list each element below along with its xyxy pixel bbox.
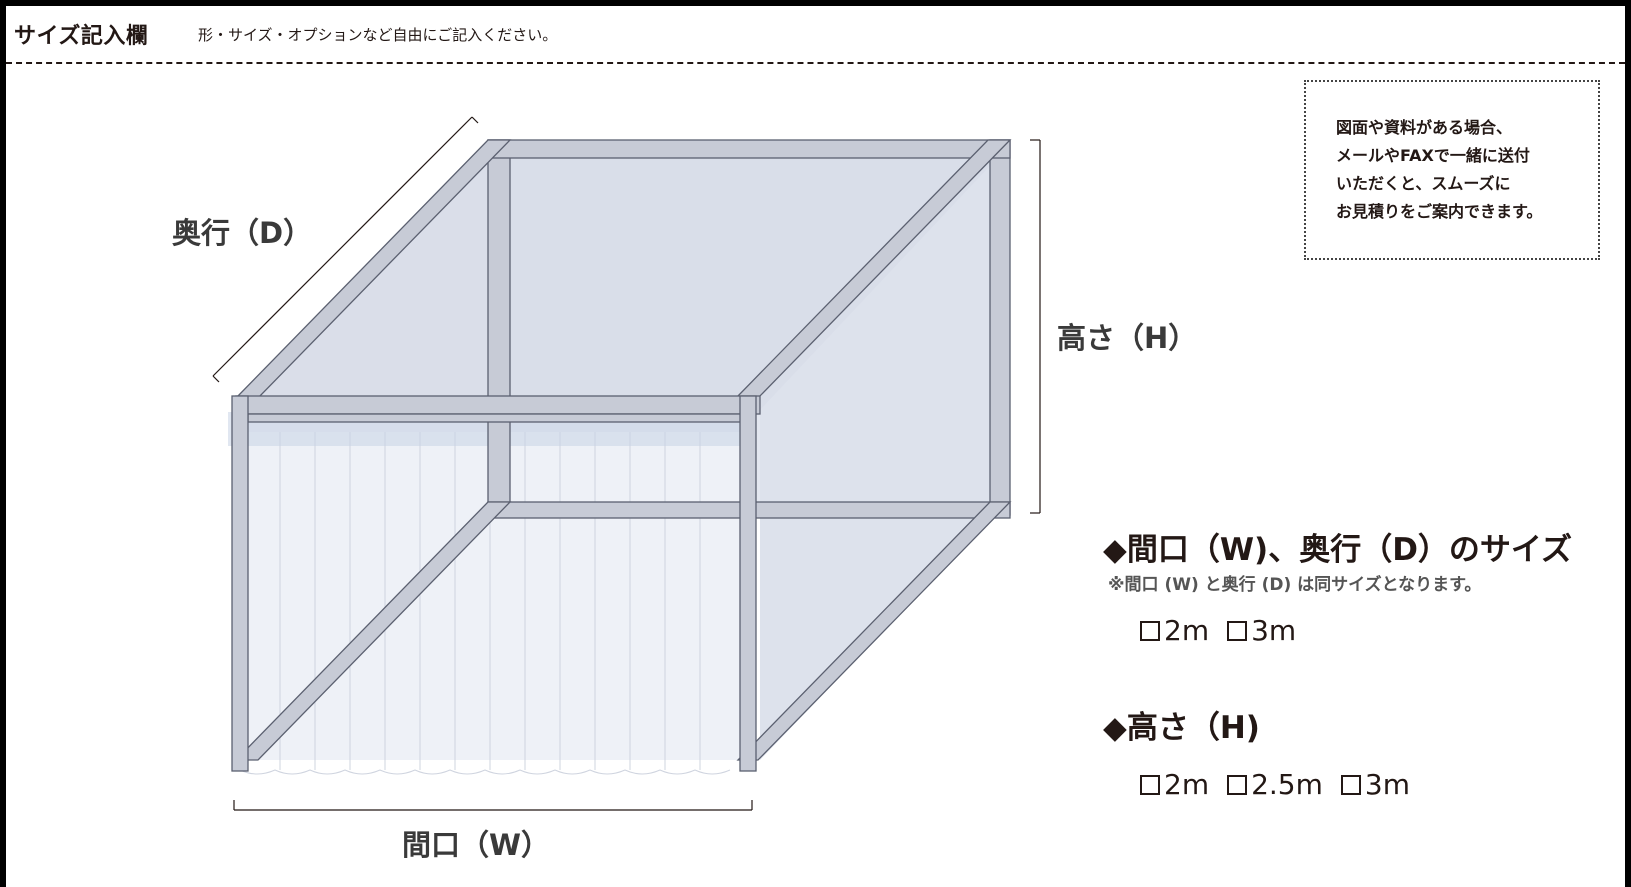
back-left-post xyxy=(487,139,511,516)
option-3m[interactable]: 3m xyxy=(1227,614,1296,647)
checkbox[interactable] xyxy=(1340,774,1361,795)
dimension-lines xyxy=(212,116,1041,811)
note-box: 図面や資料がある場合、 メールやFAXで一緒に送付 いただくと、スムーズに お見… xyxy=(1304,80,1600,260)
checkbox[interactable] xyxy=(1227,774,1248,795)
option-2m[interactable]: 2m xyxy=(1140,768,1209,801)
option-label: 3m xyxy=(1364,768,1410,801)
note-line: 図面や資料がある場合、 xyxy=(1336,118,1513,137)
note-text: 図面や資料がある場合、 メールやFAXで一緒に送付 いただくと、スムーズに お見… xyxy=(1336,114,1542,226)
option-3m[interactable]: 3m xyxy=(1340,768,1410,801)
option-label: 2m xyxy=(1164,614,1210,647)
note-line: メールやFAXで一緒に送付 xyxy=(1336,146,1530,165)
option-label: 2.5m xyxy=(1251,768,1323,801)
header-note: 形・サイズ・オプションなど自由にご記入ください。 xyxy=(198,26,558,44)
option-label: 3m xyxy=(1251,614,1297,647)
width-label: 間口（W） xyxy=(402,828,550,862)
front-left-post xyxy=(231,395,249,772)
width-depth-note: ※間口 (W) と奥行 (D) は同サイズとなります。 xyxy=(1108,575,1482,595)
checkbox[interactable] xyxy=(1140,774,1160,795)
option-2m[interactable]: 2m xyxy=(1140,614,1209,647)
left-bottom-diagonal xyxy=(234,501,512,761)
note-line: お見積りをご案内できます。 xyxy=(1336,202,1543,221)
option-2-5m[interactable]: 2.5m xyxy=(1227,768,1323,801)
option-label: 2m xyxy=(1164,768,1210,801)
note-line: いただくと、スムーズに xyxy=(1336,174,1511,193)
checkbox[interactable] xyxy=(1140,620,1160,641)
height-label: 高さ（H） xyxy=(1057,321,1198,355)
width-depth-title: ◆間口（W)、奥行（D）のサイズ xyxy=(1103,532,1573,568)
dashed-divider xyxy=(6,62,1625,64)
height-title: ◆高さ（H) xyxy=(1103,710,1260,746)
curtain xyxy=(228,412,748,775)
page-title: サイズ記入欄 xyxy=(14,24,149,49)
side-panel xyxy=(760,150,1005,760)
right-bottom-diagonal xyxy=(736,501,1012,761)
depth-label: 奥行（D） xyxy=(172,216,313,250)
front-right-post xyxy=(739,395,757,772)
front-top-rail-lower xyxy=(247,413,749,423)
back-right-post xyxy=(989,139,1011,516)
frame-bars xyxy=(231,139,1012,772)
width-depth-options: 2m 3m xyxy=(1140,614,1296,647)
height-options: 2m 2.5m 3m xyxy=(1140,768,1410,801)
header-bar: サイズ記入欄 形・サイズ・オプションなど自由にご記入ください。 xyxy=(6,6,1625,62)
front-top-rail xyxy=(235,395,761,415)
checkbox[interactable] xyxy=(1227,620,1248,641)
back-top-rail xyxy=(487,139,1011,159)
roof-panel xyxy=(240,150,1005,410)
